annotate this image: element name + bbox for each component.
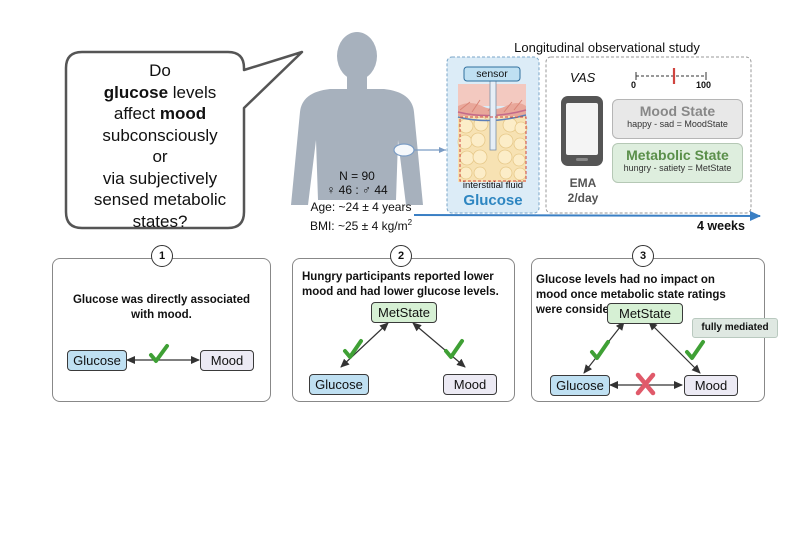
bmi-superscript: 2 [407, 218, 413, 227]
mood-state-formula: happy - sad = MoodState [627, 119, 728, 129]
study-title: Longitudinal observational study [514, 40, 700, 55]
participant-demographics: Age: ~24 ± 4 years BMI: ~25 ± 4 kg/m2 [296, 200, 426, 234]
question-line: subconsciously [102, 125, 218, 145]
metstate-node: MetState [607, 303, 683, 324]
age-stat: Age: ~24 ± 4 years [310, 200, 412, 214]
panel-2-number: 2 [390, 245, 412, 267]
mood-node: Mood [684, 375, 738, 396]
panel-3-diagram [583, 321, 705, 396]
sensor-label: sensor [476, 68, 508, 80]
sensor-label-box [463, 66, 521, 82]
question-line: states? [132, 211, 188, 231]
bmi-value: BMI: ~25 ± 4 kg/m [309, 219, 408, 233]
panel-3-finding: Glucose levels had no impact on mood onc… [536, 274, 726, 316]
mood-node: Mood [200, 350, 254, 371]
mood-node: Mood [443, 374, 497, 395]
ema-title: EMA [569, 176, 597, 190]
panel-1-number: 1 [151, 245, 173, 267]
question-line: sensed metabolic [93, 190, 227, 209]
metabolic-state-formula: hungry - satiety = MetState [623, 163, 732, 173]
result-panel-2: Hungry participants reported lower mood … [292, 258, 515, 402]
interstitial-region [459, 116, 527, 182]
smartphone-icon [561, 96, 603, 166]
question-line: Do [149, 61, 171, 80]
check-icon [685, 340, 705, 360]
human-silhouette-icon [291, 32, 423, 205]
interstitial-fluid-label: interstitial fluid [462, 180, 524, 191]
scale-max-label: 100 [696, 80, 712, 90]
check-icon [343, 339, 363, 359]
vas-label: VAS [570, 70, 596, 85]
metstate-node: MetState [371, 302, 437, 323]
question-line: via subjectively [102, 168, 218, 188]
check-icon [444, 339, 464, 359]
mood-state-title: Mood State [639, 103, 716, 119]
mood-state-box: Mood State happy - sad = MoodState [612, 99, 743, 139]
ema-frequency: 2/day [567, 191, 599, 205]
cross-icon [635, 372, 656, 396]
ema-label: EMA 2/day [556, 176, 610, 206]
timeline-arrow [413, 210, 761, 221]
sample-size: N = 90 [339, 169, 375, 183]
question-fragment: levels [168, 82, 217, 102]
scale-min-label: 0 [631, 80, 637, 90]
speech-bubble [64, 50, 304, 230]
panel-3-number: 3 [632, 245, 654, 267]
mood-keyword: mood [159, 104, 207, 123]
result-panel-1: Glucose was directly associated with moo… [52, 258, 271, 402]
glucose-node: Glucose [550, 375, 610, 396]
fully-mediated-badge: fully mediated [692, 318, 778, 338]
bmi-stat: BMI: ~25 ± 4 kg/m2 [296, 215, 426, 234]
check-icon [149, 344, 169, 363]
research-question: Do glucose levels affect mood subconscio… [80, 60, 240, 232]
sex-ratio: ♀ 46 : ♂ 44 [326, 183, 388, 197]
study-duration: 4 weeks [697, 219, 745, 233]
panel-2-diagram [340, 322, 466, 368]
metabolic-state-title: Metabolic State [626, 147, 729, 163]
question-fragment: affect [113, 104, 160, 123]
panel-2-finding: Hungry participants reported lower mood … [302, 271, 499, 298]
metabolic-state-box: Metabolic State hungry - satiety = MetSt… [612, 143, 743, 183]
participant-stats: N = 90 ♀ 46 : ♂ 44 [302, 169, 412, 197]
glucose-node: Glucose [67, 350, 127, 371]
question-line: glucose levels [80, 82, 240, 104]
result-panel-3: Glucose levels had no impact on mood onc… [531, 258, 765, 402]
glucose-measure-label: Glucose [463, 192, 523, 209]
question-line: or [152, 147, 168, 166]
panel-1-diagram [126, 344, 200, 364]
question-line: affect mood [80, 103, 240, 125]
glucose-node: Glucose [309, 374, 369, 395]
glucose-keyword: glucose [103, 82, 169, 102]
sensor-patch-icon [393, 143, 415, 157]
panel-1-finding: Glucose was directly associated with moo… [72, 294, 251, 321]
check-icon [590, 340, 610, 360]
